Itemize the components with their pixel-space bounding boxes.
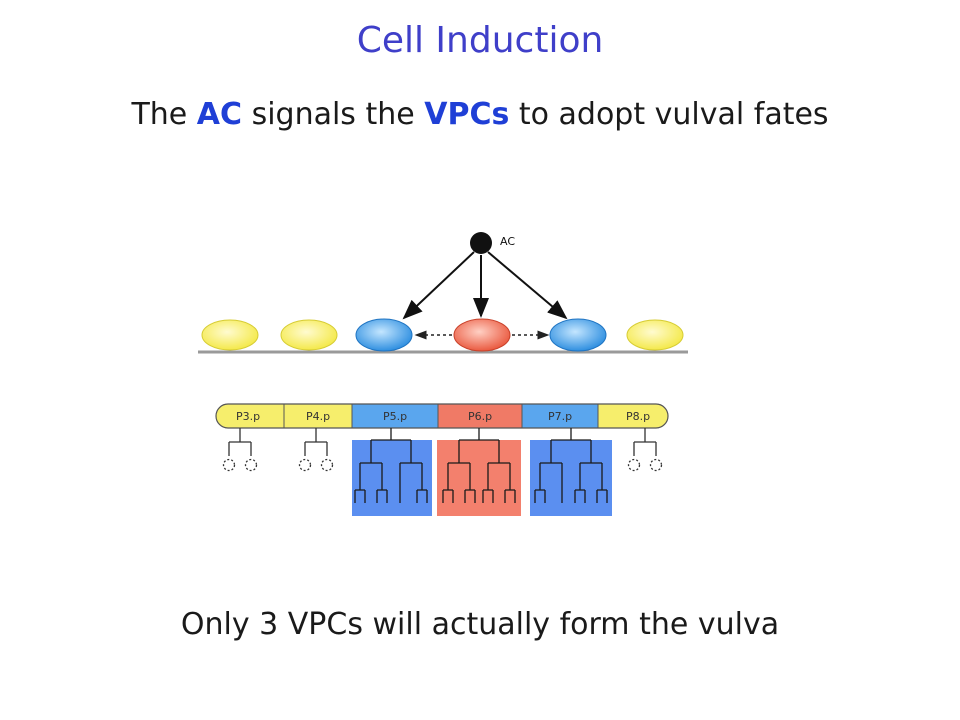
subtitle-text-2: signals the — [242, 97, 425, 132]
vpc-bar-p6 — [438, 404, 522, 428]
cell-label-p7: P7.p — [548, 410, 572, 423]
lineage-tree-p5 — [354, 428, 428, 503]
vpc-p3-yellow — [201, 319, 259, 351]
cell-label-p5: P5.p — [383, 410, 407, 423]
vpc-p7-blue — [549, 318, 607, 352]
cell-label-p4: P4.p — [306, 410, 330, 423]
subtitle-vpcs-highlight: VPCs — [424, 97, 510, 132]
lineage-tree-p7 — [534, 428, 608, 503]
slide-title: Cell Induction — [356, 20, 604, 61]
lineage-tree-p8 — [627, 428, 663, 472]
vpc-p6-red — [453, 318, 511, 352]
vpc-bar-outline — [215, 403, 669, 429]
subtitle-ac-highlight: AC — [196, 97, 243, 132]
lineage-tree-p4 — [298, 428, 334, 472]
anchor-cell-label: AC — [500, 235, 515, 248]
cell-label-p8: P8.p — [626, 410, 650, 423]
fate-box-p7 — [530, 440, 612, 516]
ac-signaling-panel: AC — [198, 232, 688, 354]
signal-arrow-left — [402, 251, 475, 320]
slide-subtitle: The AC signals the VPCs to adopt vulval … — [0, 97, 960, 132]
cell-label-p3: P3.p — [236, 410, 260, 423]
signal-arrow-right — [487, 251, 568, 320]
vpc-lineage-panel: P3.p P4.p P5.p P6.p P7.p P8.p — [215, 403, 669, 516]
vpc-p5-blue — [355, 318, 413, 352]
slide-caption: Only 3 VPCs will actually form the vulva — [180, 607, 780, 642]
lineage-tree-p6 — [442, 428, 516, 503]
vpc-p8-yellow — [626, 319, 684, 351]
subtitle-text-3: to adopt vulval fates — [509, 97, 829, 132]
fate-box-p6 — [437, 440, 521, 516]
cell-label-p6: P6.p — [468, 410, 492, 423]
lineage-tree-p3 — [222, 428, 258, 472]
vpc-bar-p7 — [522, 404, 598, 428]
anchor-cell — [470, 232, 492, 254]
subtitle-text-1: The — [131, 97, 197, 132]
vpc-bar-p5 — [352, 404, 438, 428]
vpc-p4-yellow — [280, 319, 338, 351]
fate-box-p5 — [352, 440, 432, 516]
